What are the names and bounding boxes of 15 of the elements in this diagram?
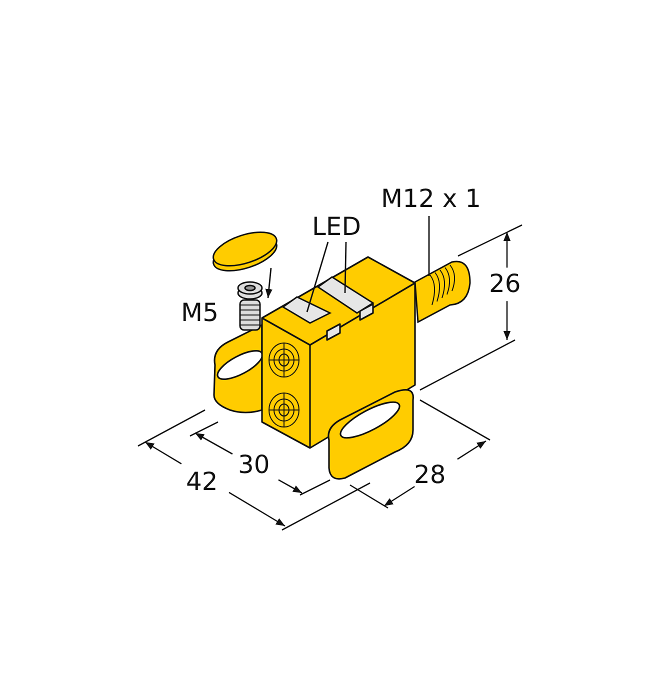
dimension-value: 26: [489, 271, 521, 296]
cover-cap: [212, 231, 278, 272]
screw: [237, 281, 263, 331]
thread-size-label: M5: [181, 300, 218, 325]
callout-text: LED: [312, 214, 361, 239]
dimension-value: 30: [238, 452, 270, 477]
leader-line: [428, 216, 430, 276]
dimension-value: 28: [414, 462, 446, 487]
led-window: [316, 276, 374, 314]
callout-text: M12 x 1: [381, 186, 481, 211]
dimension-value: 42: [186, 469, 218, 494]
led-window: [282, 296, 332, 324]
threaded-connector: [414, 260, 471, 323]
leader-line: [306, 242, 329, 312]
arrow: [265, 268, 272, 298]
